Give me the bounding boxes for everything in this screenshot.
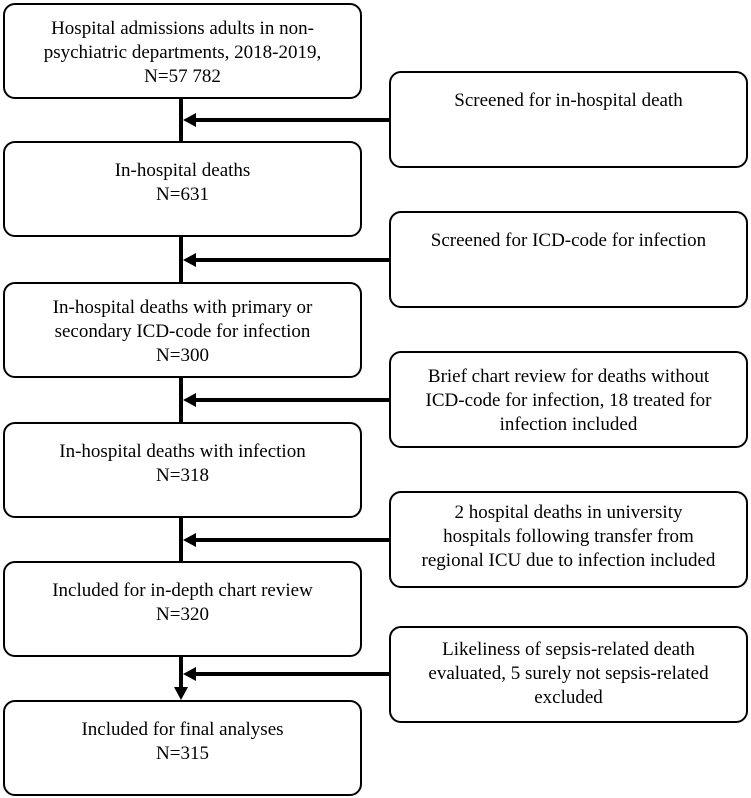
flow-box-in-depth-review: Included for in-depth chart review N=320 <box>3 561 362 657</box>
box-line: psychiatric departments, 2018-2019, <box>43 42 322 63</box>
arrowhead-left-2 <box>183 253 196 267</box>
box-line: In-hospital deaths with infection <box>59 441 306 462</box>
box-line: N=318 <box>156 465 209 486</box>
box-line: In-hospital deaths with primary or <box>52 297 313 318</box>
connector-vertical-3 <box>179 378 183 422</box>
side-box-screen-death: Screened for in-hospital death <box>389 71 748 168</box>
arrowhead-left-3 <box>183 393 196 407</box>
box-line: N=57 782 <box>144 66 221 87</box>
box-line: excluded <box>534 687 603 708</box>
box-line: infection included <box>499 414 638 435</box>
flow-box-final-analyses: Included for final analyses N=315 <box>3 700 362 796</box>
box-line: N=320 <box>156 604 209 625</box>
box-line: 2 hospital deaths in university <box>454 502 683 523</box>
box-line: Screened for in-hospital death <box>454 90 683 111</box>
connector-horizontal-4 <box>194 538 389 542</box>
side-box-brief-review: Brief chart review for deaths without IC… <box>389 351 748 448</box>
side-box-transfer-included: 2 hospital deaths in university hospital… <box>389 491 748 588</box>
flow-box-deaths-icd-infection: In-hospital deaths with primary or secon… <box>3 282 362 378</box>
box-line: N=631 <box>156 184 209 205</box>
box-line: Screened for ICD-code for infection <box>430 230 707 251</box>
box-line: N=300 <box>156 345 209 366</box>
flow-box-in-hospital-deaths: In-hospital deaths N=631 <box>3 141 362 237</box>
flow-box-deaths-with-infection: In-hospital deaths with infection N=318 <box>3 422 362 518</box>
box-line: hospitals following transfer from <box>443 526 694 547</box>
connector-vertical-5 <box>179 657 183 687</box>
box-line: regional ICU due to infection included <box>421 550 716 571</box>
arrowhead-left-1 <box>183 113 196 127</box>
flow-box-admissions: Hospital admissions adults in non- psych… <box>3 3 362 99</box>
connector-horizontal-3 <box>194 398 389 402</box>
side-box-sepsis-excluded: Likeliness of sepsis-related death evalu… <box>389 626 748 723</box>
box-line: secondary ICD-code for infection <box>54 321 311 342</box>
box-line: N=315 <box>156 743 209 764</box>
connector-horizontal-5 <box>194 672 389 676</box>
box-line: evaluated, 5 surely not sepsis-related <box>428 663 709 684</box>
arrowhead-down-final <box>174 687 188 700</box>
box-line: Likeliness of sepsis-related death <box>442 639 695 660</box>
connector-vertical-2 <box>179 237 183 282</box>
box-line: Brief chart review for deaths without <box>427 366 710 387</box>
side-box-screen-icd: Screened for ICD-code for infection <box>389 211 748 308</box>
connector-vertical-4 <box>179 518 183 561</box>
arrowhead-left-5 <box>183 667 196 681</box>
box-line: Included for in-depth chart review <box>52 580 313 601</box>
connector-horizontal-2 <box>194 258 389 262</box>
box-line: ICD-code for infection, 18 treated for <box>425 390 712 411</box>
box-line: Hospital admissions adults in non- <box>51 18 314 39</box>
arrowhead-left-4 <box>183 533 196 547</box>
connector-vertical-1 <box>179 99 183 141</box>
connector-horizontal-1 <box>194 118 389 122</box>
box-line: Included for final analyses <box>81 719 284 740</box>
box-line: In-hospital deaths <box>114 160 251 181</box>
